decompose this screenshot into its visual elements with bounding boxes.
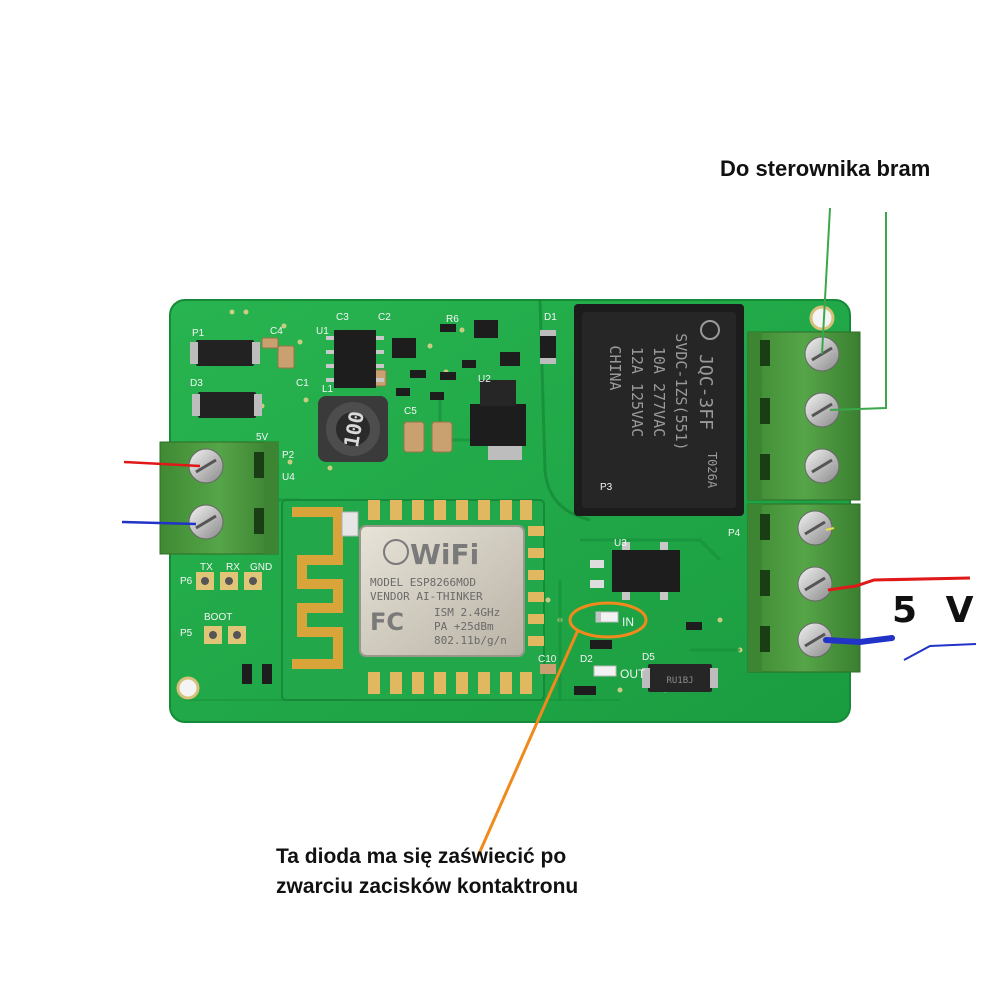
screw-icon [797,510,833,546]
svg-text:P2: P2 [282,450,295,461]
wifi-logo: WiFi [410,538,479,571]
wire-red-5v [827,576,971,592]
annotation-line-1: Ta dioda ma się zaświecić po [276,845,567,868]
smd-diode-p1 [190,340,260,366]
svg-text:BOOT: BOOT [204,612,232,623]
svg-text:C2: C2 [378,312,391,323]
inductor: 100 [318,396,388,462]
wire-blue-left [121,520,197,526]
wire-red-left [123,460,201,468]
svg-text:TX: TX [200,562,213,573]
svg-text:GND: GND [250,562,272,573]
svg-text:U2: U2 [478,374,491,385]
wire-blue-5v [823,635,895,646]
svg-text:C10: C10 [538,654,557,665]
svg-text:R6: R6 [446,314,459,325]
optocoupler-u3 [590,542,680,600]
annotation-line-2: zwarciu zacisków kontaktronu [276,875,579,898]
svg-text:OUT: OUT [620,667,646,681]
svg-text:P5: P5 [180,628,193,639]
screw-icon [188,448,224,484]
led-callout-ellipse [568,601,648,639]
screw-icon [188,504,224,540]
svg-text:D2: D2 [580,654,593,665]
svg-text:L1: L1 [322,384,334,395]
svg-text:D1: D1 [544,312,557,323]
screw-icon [804,448,840,484]
mounting-hole [176,676,200,700]
relay-origin: CHINA [606,345,624,390]
module-standard: 802.11b/g/n [434,634,507,647]
relay-coil: SVDC-1ZS(551) [672,333,690,450]
annotation-voltage: 5 V [892,590,982,631]
relay-rating2: 12A 125VAC [628,347,646,437]
gate-controller-wires [821,207,887,411]
svg-text:P3: P3 [600,482,613,493]
relay-rating1: 10A 277VAC [650,347,668,437]
diode-d5: RU1BJ [642,664,718,692]
svg-text:U3: U3 [614,538,627,549]
svg-text:C5: C5 [404,406,417,417]
svg-text:C4: C4 [270,326,283,337]
diode-code: RU1BJ [666,676,693,686]
led-in [595,611,619,623]
svg-text:IN: IN [622,615,634,629]
esp8266-module: WiFi MODEL ESP8266MOD VENDOR AI-THINKER … [281,499,545,701]
annotation-led-note: Ta dioda ma się zaświecić po zwarciu zac… [276,842,578,902]
svg-text:RX: RX [226,562,240,573]
antenna-trace [292,507,343,669]
led-callout-line [476,629,580,857]
module-model: MODEL ESP8266MOD [370,576,476,589]
mounting-hole [809,305,835,331]
smd-diode-d3 [192,392,262,418]
svg-text:D3: D3 [190,378,203,389]
regulator-u2 [470,380,526,460]
terminal-block-p2 [159,441,279,555]
svg-text:P4: P4 [728,528,741,539]
screw-icon [797,566,833,602]
svg-text:D5: D5 [642,652,655,663]
svg-text:P6: P6 [180,576,193,587]
chip-u1 [326,330,384,388]
relay: JQC-3FF SVDC-1ZS(551) 10A 277VAC 12A 125… [574,304,744,516]
fc-logo: FC [370,608,404,636]
serial-header [196,572,262,644]
relay-model: JQC-3FF [695,354,716,430]
svg-text:5V: 5V [256,432,269,443]
module-vendor: VENDOR AI-THINKER [370,590,483,603]
shield-text: WiFi MODEL ESP8266MOD VENDOR AI-THINKER … [370,538,507,647]
led-out [593,665,617,677]
annotation-gate-controller: Do sterownika bram [720,156,931,181]
relay-code: T026A [705,452,719,489]
module-pa: PA +25dBm [434,620,494,633]
module-ism: ISM 2.4GHz [434,606,500,619]
relay-brand-icon [700,320,720,340]
svg-text:C1: C1 [296,378,309,389]
svg-text:C3: C3 [336,312,349,323]
svg-text:U1: U1 [316,326,329,337]
small-components [392,320,556,400]
silkscreen: P1 D3 C4 U1 C3 C2 C1 L1 C5 R6 U2 D1 5V P… [180,312,741,681]
svg-text:P1: P1 [192,328,205,339]
terminal-block-relay [747,331,861,501]
svg-text:U4: U4 [282,472,295,483]
